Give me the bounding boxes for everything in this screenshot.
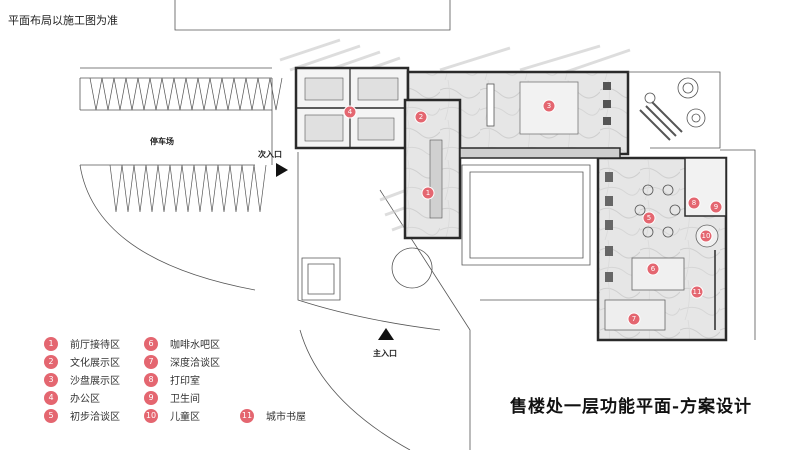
zone-marker-7: 7 bbox=[627, 312, 641, 326]
main-hall bbox=[403, 70, 630, 240]
zone-marker-4: 4 bbox=[343, 105, 357, 119]
zone-marker-8: 8 bbox=[687, 196, 701, 210]
plan-note: 平面布局以施工图为准 bbox=[8, 14, 118, 27]
svg-text:2: 2 bbox=[419, 113, 423, 121]
zone-marker-11: 11 bbox=[690, 285, 704, 299]
svg-text:7: 7 bbox=[632, 315, 636, 323]
main-entrance-label: 主入口 bbox=[373, 348, 397, 358]
svg-text:9: 9 bbox=[714, 203, 718, 211]
zone-marker-2: 2 bbox=[414, 110, 428, 124]
secondary-entrance-label: 次入口 bbox=[258, 149, 282, 159]
svg-text:8: 8 bbox=[692, 199, 696, 207]
zone-marker-9: 9 bbox=[709, 200, 723, 214]
corridor bbox=[459, 147, 621, 159]
courtyard bbox=[628, 71, 721, 149]
secondary-entrance-arrow-icon bbox=[276, 163, 288, 177]
svg-text:6: 6 bbox=[651, 265, 656, 273]
main-entrance-arrow-icon bbox=[378, 328, 394, 340]
svg-text:4: 4 bbox=[348, 108, 353, 116]
zone-marker-1: 1 bbox=[421, 186, 435, 200]
svg-text:1: 1 bbox=[426, 189, 430, 197]
zone-marker-10: 10 bbox=[699, 229, 713, 243]
zone-marker-3: 3 bbox=[542, 99, 556, 113]
svg-text:10: 10 bbox=[702, 232, 711, 240]
svg-text:3: 3 bbox=[547, 102, 551, 110]
zone-marker-5: 5 bbox=[642, 211, 656, 225]
right-wing bbox=[596, 156, 728, 342]
parking-label: 停车场 bbox=[150, 136, 174, 146]
svg-text:11: 11 bbox=[693, 288, 702, 296]
plan-title: 售楼处一层功能平面-方案设计 bbox=[510, 397, 753, 417]
parking-stalls bbox=[89, 77, 283, 213]
zone-marker-6: 6 bbox=[646, 262, 660, 276]
svg-text:5: 5 bbox=[647, 214, 651, 222]
